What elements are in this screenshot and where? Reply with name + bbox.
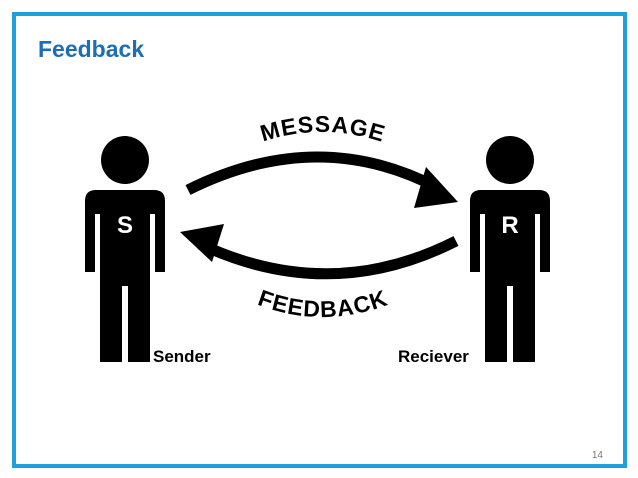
feedback-arrow: FEEDBACK — [180, 224, 459, 322]
receiver-body — [470, 190, 550, 362]
message-label: MESSAGE — [257, 111, 388, 147]
receiver-caption: Reciever — [398, 347, 469, 366]
sender-head — [101, 136, 149, 184]
receiver-head — [486, 136, 534, 184]
page-number: 14 — [591, 450, 603, 461]
message-arrow-head — [414, 167, 458, 208]
feedback-arrow-head — [180, 224, 224, 262]
message-arrow-shaft — [185, 151, 441, 195]
feedback-arrow-shaft — [197, 236, 459, 280]
feedback-label: FEEDBACK — [255, 284, 391, 322]
sender-figure: S Sender — [85, 136, 211, 366]
sender-caption: Sender — [153, 347, 211, 366]
slide-title: Feedback — [38, 36, 145, 62]
sender-body — [85, 190, 165, 362]
receiver-badge-letter: R — [501, 212, 518, 239]
message-arrow: MESSAGE — [185, 111, 458, 208]
receiver-figure: R Reciever — [398, 136, 550, 366]
sender-badge-letter: S — [117, 212, 133, 239]
